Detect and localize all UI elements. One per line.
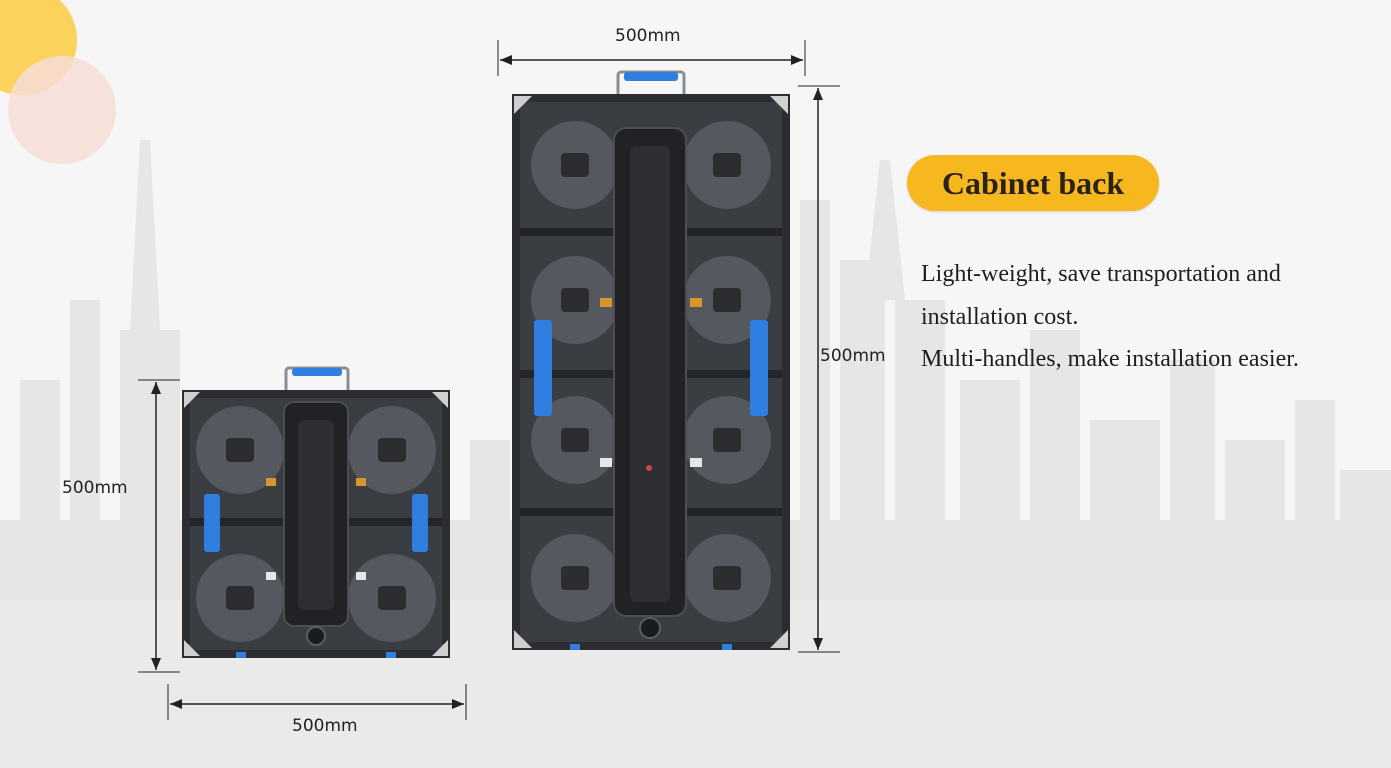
large-cabinet-width-label: 500mm	[615, 26, 681, 46]
heading-title: Cabinet back	[941, 164, 1125, 201]
description-line-2: installation cost.	[921, 304, 1079, 330]
cabinet-back-badge: Cabinet back	[907, 155, 1159, 211]
decor-circle-pink	[8, 56, 116, 164]
description-line-3: Multi-handles, make installation easier.	[921, 346, 1299, 372]
small-cabinet-height-label: 500mm	[62, 478, 128, 498]
large-cabinet-height-label: 500mm	[820, 346, 886, 366]
description-line-1: Light-weight, save transportation and	[921, 261, 1281, 287]
small-cabinet-width-label: 500mm	[292, 716, 358, 736]
